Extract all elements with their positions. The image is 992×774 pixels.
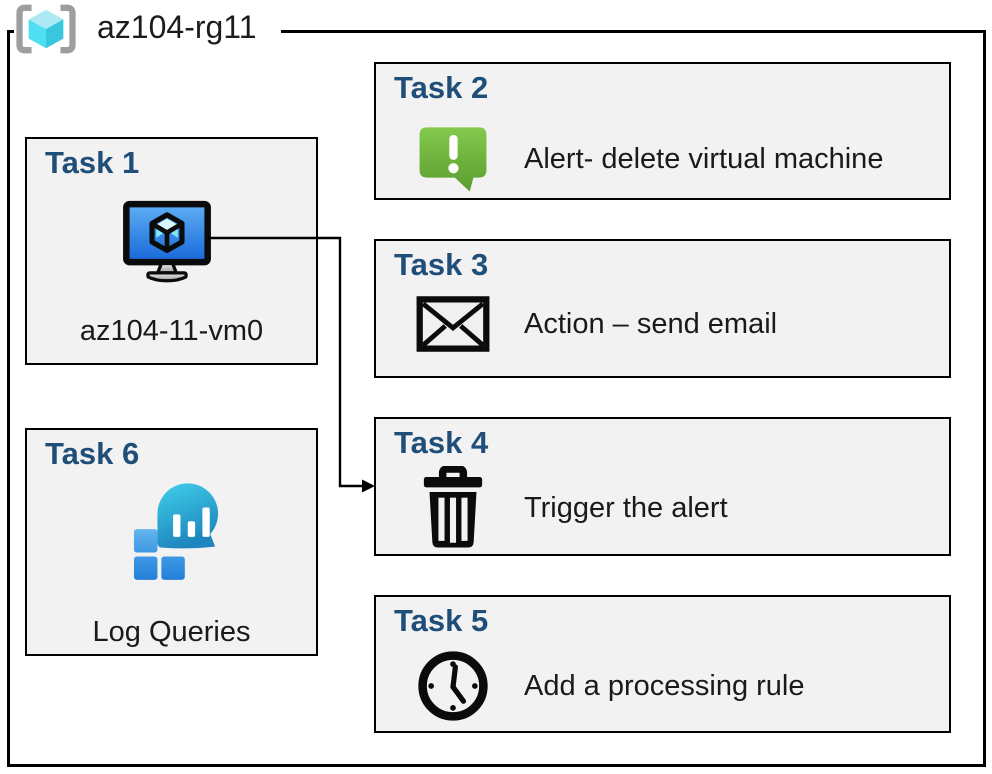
clock-icon [414,648,492,724]
task-2-title: Task 2 [394,70,489,105]
task-5-box: Task 5 Add a processing rule [374,595,951,733]
task-1-label: az104-11-vm0 [79,315,264,347]
task-3-box: Task 3 Action – send email [374,239,951,378]
task-5-title: Task 5 [394,603,489,638]
virtual-machine-icon [122,199,212,290]
task-4-label: Trigger the alert [524,491,728,524]
task-6-title: Task 6 [45,436,140,471]
resource-group-border-mask [14,24,281,38]
resource-group-border [7,30,986,767]
log-analytics-icon [133,483,221,586]
task-6-label: Log Queries [92,616,251,648]
task-2-box: Task 2 Alert- delete virtual machine [374,62,951,200]
resource-group-icon [13,3,79,60]
task-6-box: Task 6 [25,428,318,656]
trash-icon [414,466,492,550]
task-4-box: Task 4 Trigger the alert [374,417,951,556]
envelope-icon [414,296,492,352]
task-1-box: Task 1 [25,137,318,365]
task-3-label: Action – send email [524,307,778,340]
task-5-label: Add a processing rule [524,669,805,702]
task-4-title: Task 4 [394,425,489,460]
task-1-title: Task 1 [45,145,140,180]
alert-bubble-icon [414,120,492,198]
task-2-label: Alert- delete virtual machine [524,142,884,175]
resource-group-name: az104-rg11 [97,9,257,45]
task-3-title: Task 3 [394,247,489,282]
